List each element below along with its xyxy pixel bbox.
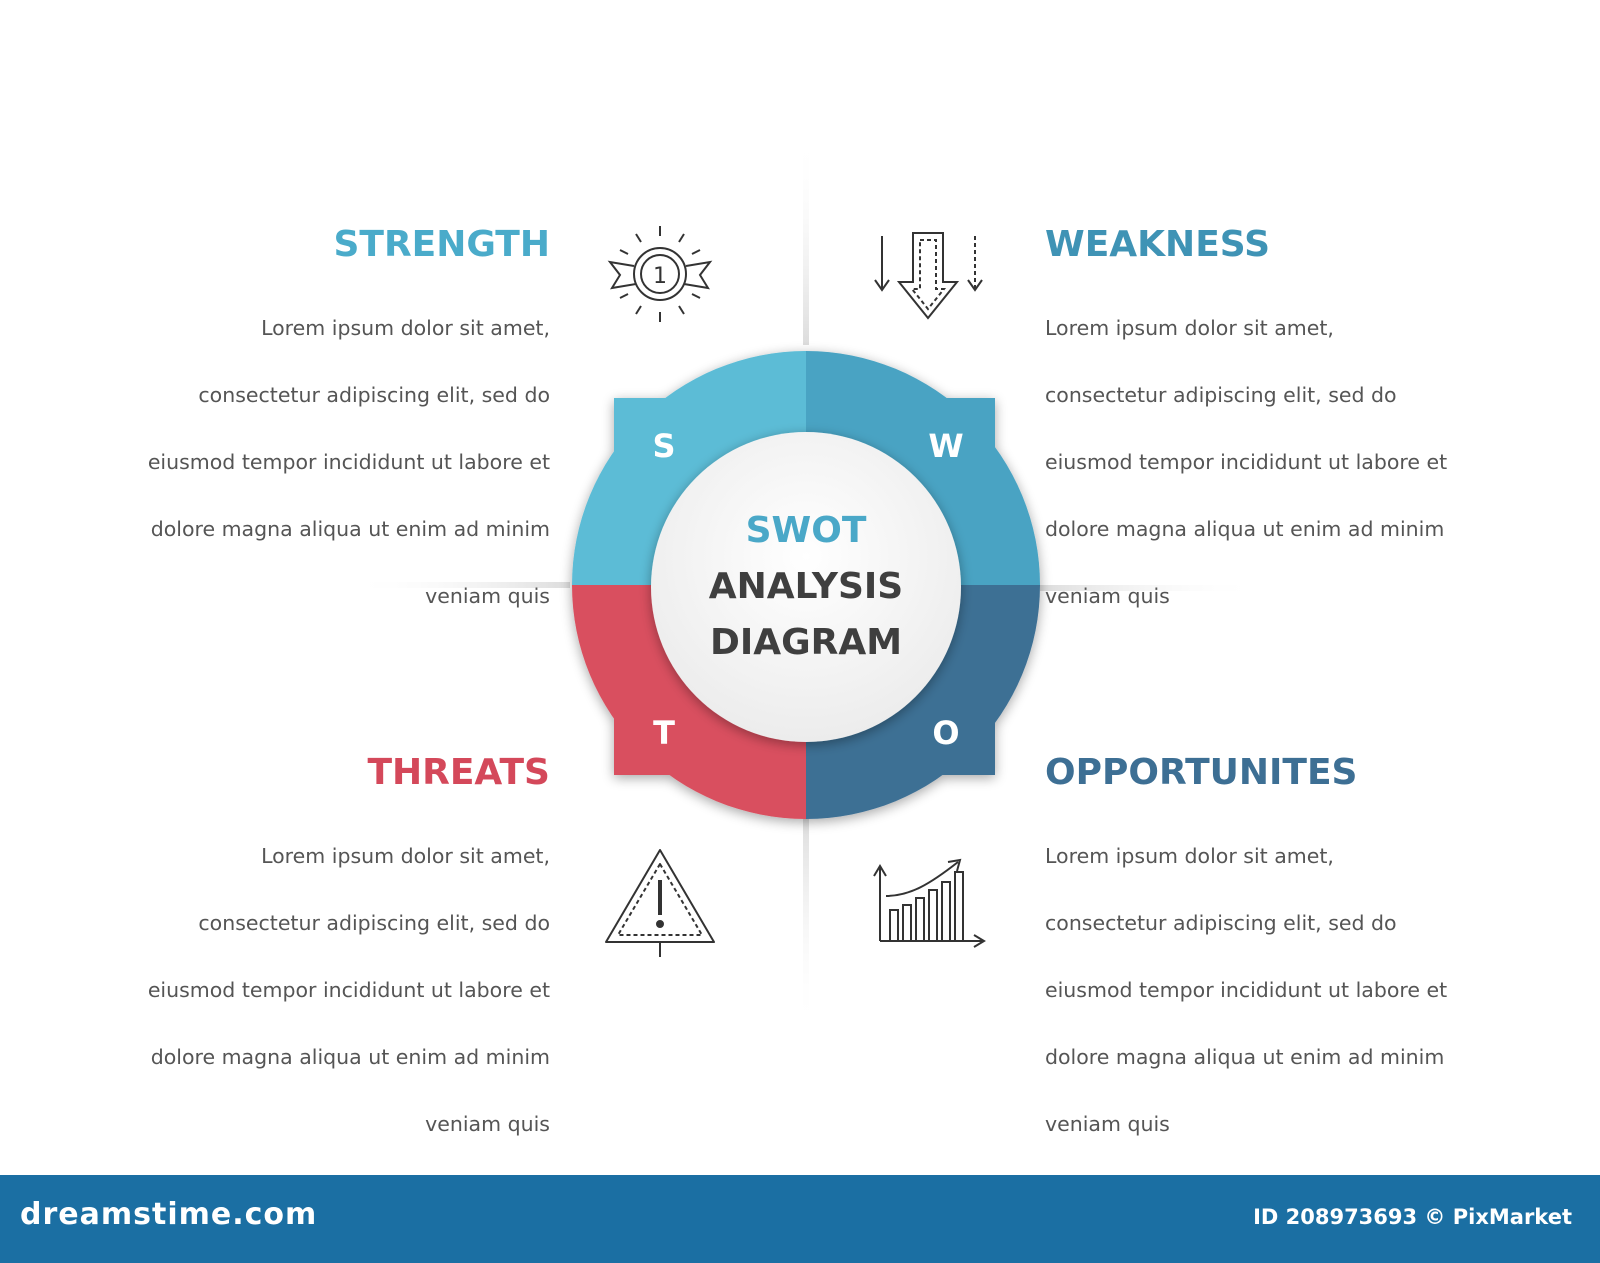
fold-line-top [803,135,809,345]
threats-tab [614,685,704,775]
opportunities-line-4: dolore magna aliqua ut enim ad minim [1045,1044,1445,1069]
swot-diagram: S W O T SWOT ANALYSIS DIAGRAM 1 [350,135,1260,1030]
center-circle [651,432,961,742]
fold-line-bottom [803,815,809,1030]
center-title-analysis: ANALYSIS [709,566,904,607]
weakness-tab [905,398,995,488]
center-title-swot: SWOT [746,510,867,551]
weakness-description: Lorem ipsum dolor sit amet, consectetur … [1045,278,1505,647]
fold-line-right [1040,585,1260,591]
threats-line-2: consectetur adipiscing elit, sed do [198,910,550,935]
strength-description: Lorem ipsum dolor sit amet, consectetur … [110,278,550,647]
warning-triangle-icon [605,849,715,957]
footer-brand: dreamstime.com [20,1197,318,1232]
weakness-line-3: eiusmod tempor incididunt ut labore et [1045,449,1448,474]
footer-bar: dreamstime.com ID 208973693 © PixMarket [0,1175,1600,1263]
threats-line-1: Lorem ipsum dolor sit amet, [261,843,550,868]
down-arrows-icon [874,232,983,320]
strength-line-2: consectetur adipiscing elit, sed do [198,382,550,407]
award-medal-icon: 1 [607,226,713,322]
opportunities-line-2: consectetur adipiscing elit, sed do [1045,910,1397,935]
strength-letter: S [652,427,675,465]
threats-description: Lorem ipsum dolor sit amet, consectetur … [110,806,550,1175]
fold-line-left [350,582,570,588]
opportunities-title: OPPORTUNITES [1045,752,1358,793]
opportunities-letter: O [932,714,959,752]
strength-line-1: Lorem ipsum dolor sit amet, [261,315,550,340]
weakness-line-5: veniam quis [1045,583,1170,608]
weakness-line-1: Lorem ipsum dolor sit amet, [1045,315,1334,340]
strength-line-5: veniam quis [425,583,550,608]
weakness-line-2: consectetur adipiscing elit, sed do [1045,382,1397,407]
threats-line-3: eiusmod tempor incididunt ut labore et [147,977,550,1002]
opportunities-line-3: eiusmod tempor incididunt ut labore et [1045,977,1448,1002]
threats-title: THREATS [367,752,550,793]
threats-letter: T [653,714,675,752]
strength-tab [614,398,704,488]
strength-title: STRENGTH [333,224,550,265]
opportunities-description: Lorem ipsum dolor sit amet, consectetur … [1045,806,1505,1175]
strength-line-4: dolore magna aliqua ut enim ad minim [150,516,550,541]
threats-line-5: veniam quis [425,1111,550,1136]
footer-image-id: ID 208973693 © PixMarket [1253,1205,1572,1229]
growth-chart-icon [873,858,986,948]
opportunities-line-1: Lorem ipsum dolor sit amet, [1045,843,1334,868]
weakness-line-4: dolore magna aliqua ut enim ad minim [1045,516,1445,541]
swot-canvas: S W O T SWOT ANALYSIS DIAGRAM 1 [110,135,1505,1175]
svg-text:1: 1 [653,264,667,289]
strength-line-3: eiusmod tempor incididunt ut labore et [147,449,550,474]
threats-line-4: dolore magna aliqua ut enim ad minim [150,1044,550,1069]
center-title-diagram: DIAGRAM [710,622,902,663]
weakness-title: WEAKNESS [1045,224,1271,265]
opportunities-tab [905,685,995,775]
weakness-letter: W [928,427,963,465]
opportunities-line-5: veniam quis [1045,1111,1170,1136]
